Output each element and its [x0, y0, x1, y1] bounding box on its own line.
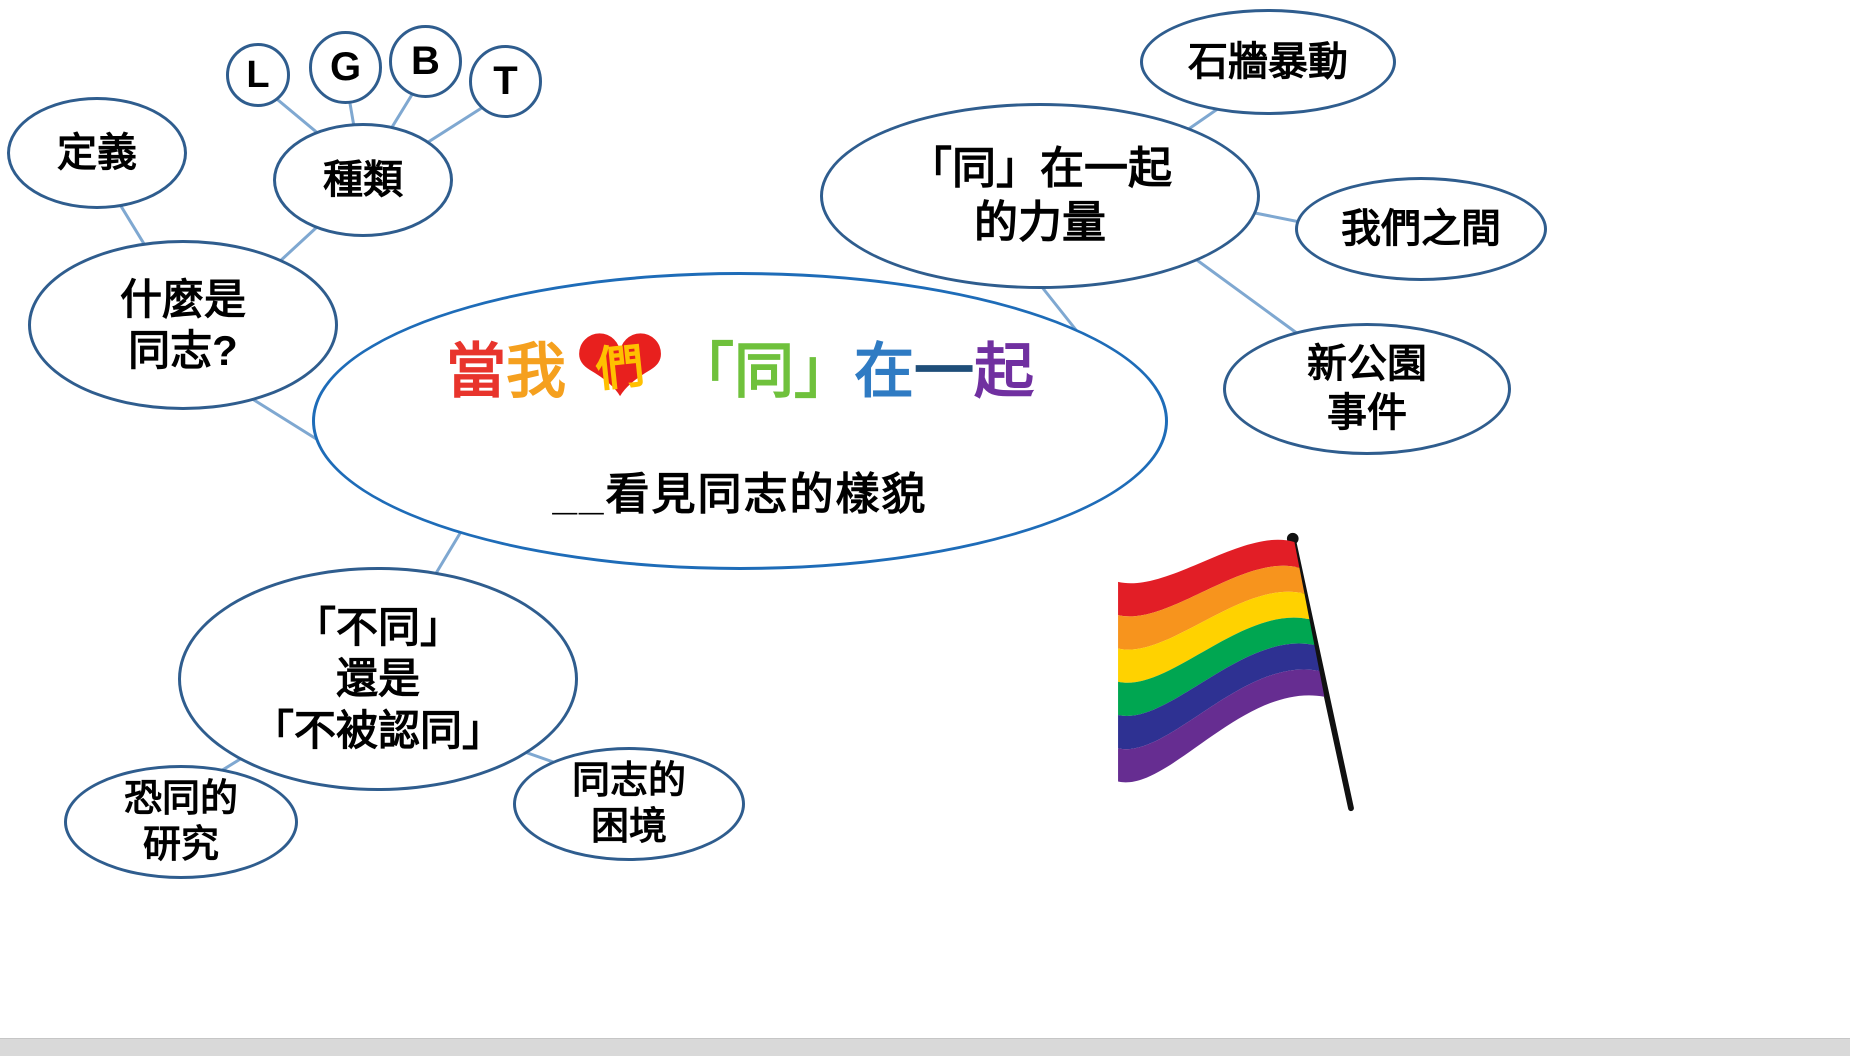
- central-topic-node: 當 我 ❤ 們 「同」 在 一 起 __看見同志的樣貌: [312, 272, 1168, 570]
- node-category: 種類: [273, 123, 453, 237]
- heart-icon: ❤ 們: [568, 311, 672, 424]
- node-different-or-not-accepted: 「不同」 還是 「不被認同」: [178, 567, 578, 791]
- flag-stripe-blue: [1118, 643, 1320, 750]
- bottom-gray-bar: [0, 1038, 1850, 1056]
- node-type-g: G: [309, 31, 382, 104]
- node-tongzhi-predicament: 同志的 困境: [513, 747, 745, 861]
- title-segment-6: 起: [974, 338, 1034, 405]
- node-homophobia-research: 恐同的 研究: [64, 765, 298, 879]
- node-between-us: 我們之間: [1295, 177, 1547, 281]
- flag-stripe-orange: [1118, 565, 1305, 650]
- heart-label: 們: [593, 339, 647, 398]
- flag-stripe-yellow: [1118, 591, 1310, 683]
- heart-glyph: ❤: [573, 304, 667, 430]
- node-power-together: 「同」在一起 的力量: [820, 103, 1260, 289]
- central-title: 當 我 ❤ 們 「同」 在 一 起: [446, 311, 1034, 424]
- title-segment-5: 一: [914, 338, 974, 405]
- rainbow-pride-flag: [1118, 527, 1376, 819]
- node-definition: 定義: [7, 97, 187, 209]
- node-type-t: T: [469, 45, 542, 118]
- rainbow-pride-flag-svg: [1118, 532, 1354, 812]
- node-type-l: L: [226, 43, 290, 107]
- title-segment-3: 「同」: [674, 338, 854, 405]
- title-segment-1: 當: [446, 338, 506, 405]
- node-what-is-tongzhi: 什麼是 同志?: [28, 240, 338, 410]
- node-type-b: B: [389, 25, 462, 98]
- title-segment-2: 我: [506, 338, 566, 405]
- node-stonewall-riot: 石牆暴動: [1140, 9, 1396, 115]
- flag-stripe-purple: [1118, 669, 1325, 783]
- title-segment-4: 在: [854, 338, 914, 405]
- flag-stripe-green: [1118, 617, 1315, 716]
- central-subtitle: __看見同志的樣貌: [552, 470, 928, 519]
- flag-stripe-red: [1118, 539, 1300, 617]
- node-new-park-incident: 新公園 事件: [1223, 323, 1511, 455]
